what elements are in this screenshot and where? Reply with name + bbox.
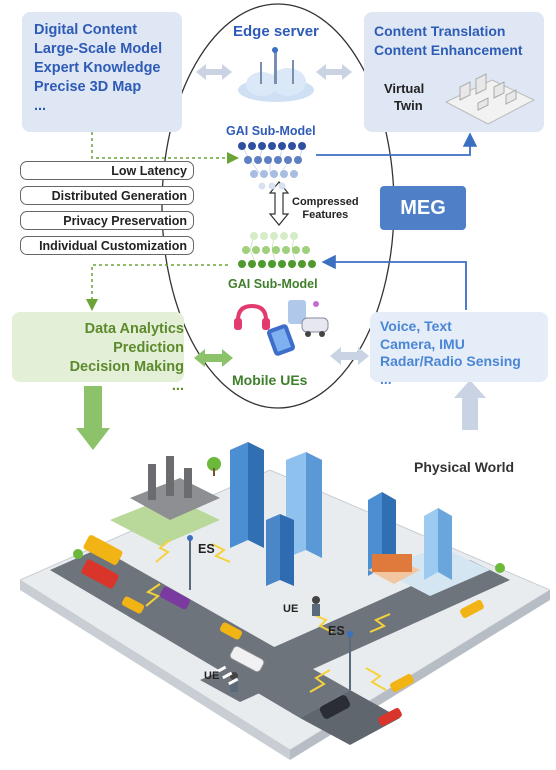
virtual-twin-city-icon	[444, 73, 536, 125]
compressed-double-arrow	[268, 181, 290, 226]
virtual-twin-label: Virtual Twin	[384, 80, 424, 114]
skyscraper-e	[424, 508, 452, 580]
box-line: Data Analytics	[84, 321, 184, 337]
box-line: Prediction	[113, 340, 184, 356]
box-line: Large-Scale Model	[34, 41, 163, 57]
content-translation-box: Content Translation Content Enhancement …	[364, 12, 544, 132]
up-arrow-physical	[454, 380, 486, 430]
box-line: Radar/Radio Sensing	[380, 353, 521, 369]
arrow-to-virtual-twin	[316, 132, 478, 156]
virtual-twin-line: Twin	[394, 98, 423, 113]
edge-server-cloud-icon	[238, 47, 314, 102]
gai-sub-model-top-network	[238, 142, 306, 190]
dashed-arrow-top	[91, 132, 239, 164]
gai-top-label: GAI Sub-Model	[226, 124, 316, 138]
box-line: Digital Content	[34, 22, 138, 38]
road-right	[200, 560, 510, 702]
feature-pill-individual-customization: Individual Customization	[20, 236, 194, 255]
meg-label: MEG	[400, 197, 446, 219]
data-analytics-text: Data Analytics Prediction Decision Makin…	[70, 320, 184, 396]
down-arrow-green	[76, 386, 110, 450]
mobile-devices-icon	[234, 300, 329, 356]
gai-bottom-label: GAI Sub-Model	[228, 277, 318, 291]
compressed-features-line: Compressed	[292, 196, 359, 208]
skyscraper-a	[230, 442, 264, 548]
city-label-ue-top: UE	[283, 603, 299, 615]
dashed-arrow-bottom	[86, 264, 228, 311]
box-line: Content Translation	[374, 23, 506, 39]
box-line: Expert Knowledge	[34, 60, 161, 76]
compressed-features-label: Compressed Features	[292, 196, 359, 222]
double-arrow-right-top	[316, 64, 352, 80]
digital-content-box: Digital Content Large-Scale Model Expert…	[22, 12, 182, 132]
skyscraper-c	[266, 514, 294, 586]
feature-pill-distributed-generation: Distributed Generation	[20, 186, 194, 205]
gai-sub-model-bottom-network	[238, 232, 316, 268]
mobile-ues-label: Mobile UEs	[232, 372, 308, 388]
virtual-twin-line: Virtual	[384, 81, 425, 96]
box-line: ...	[380, 370, 392, 387]
meg-box: MEG	[380, 186, 466, 230]
cell-tower-left	[187, 535, 193, 590]
double-arrow-left-top	[196, 64, 232, 80]
smart-city-illustration	[20, 442, 550, 760]
physical-world-label: Physical World	[414, 459, 515, 475]
feature-pill-privacy-preservation: Privacy Preservation	[20, 211, 194, 230]
sensing-box: Voice, Text Camera, IMU Radar/Radio Sens…	[370, 312, 548, 387]
feature-pill-low-latency: Low Latency	[20, 161, 194, 180]
compressed-features-line: Features	[302, 209, 349, 221]
wireless-signals	[145, 539, 391, 693]
double-arrow-right-bottom	[330, 347, 369, 365]
arrow-to-gai-bottom	[321, 254, 467, 310]
box-line: ...	[34, 98, 47, 114]
city-label-es-right: ES	[328, 624, 345, 638]
box-line: Decision Making	[69, 359, 184, 375]
box-line: Camera, IMU	[380, 335, 465, 352]
box-line: ...	[171, 378, 184, 394]
double-arrow-left-bottom	[194, 349, 233, 367]
city-label-ue-bottom: UE	[204, 670, 220, 682]
box-line: Voice, Text	[380, 318, 452, 334]
cell-tower-right	[347, 631, 353, 690]
edge-server-label: Edge server	[233, 23, 319, 40]
box-line: Content Enhancement	[374, 42, 523, 58]
city-label-es-left: ES	[198, 542, 215, 556]
box-line: Precise 3D Map	[34, 79, 142, 95]
data-analytics-box	[12, 312, 184, 382]
road-front	[300, 690, 400, 745]
